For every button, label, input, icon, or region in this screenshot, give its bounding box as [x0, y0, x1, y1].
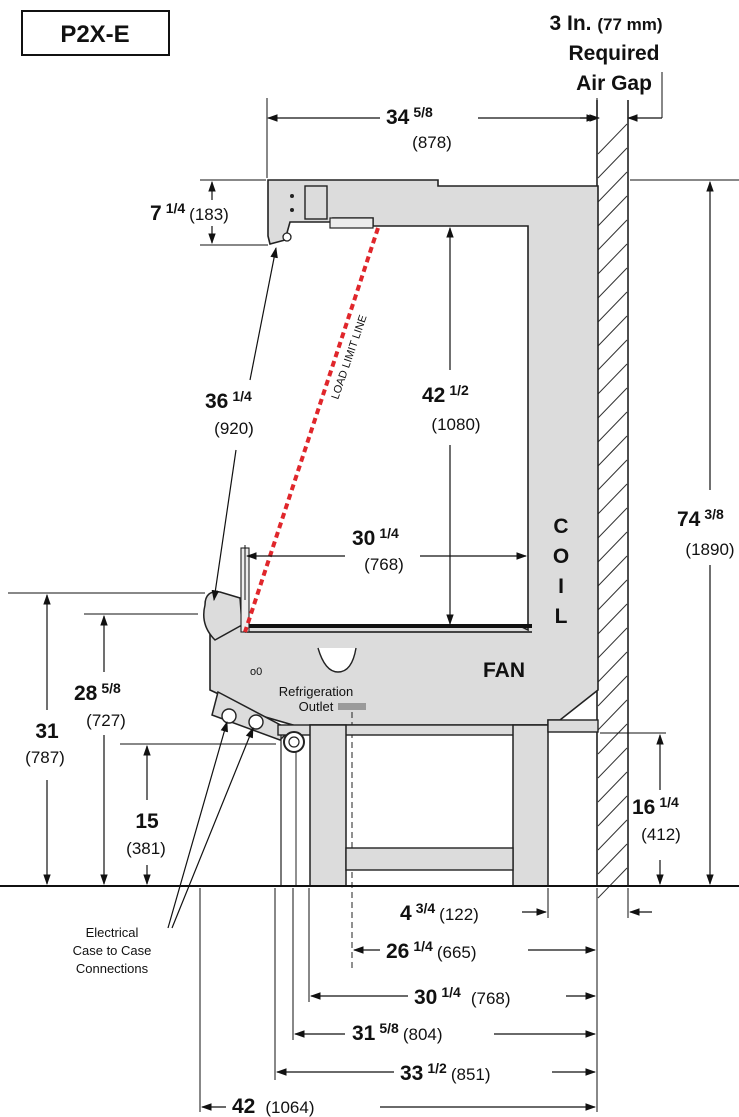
- wall-hatch-line: [597, 339, 628, 371]
- dim-interior-height-mm: (1080): [431, 415, 480, 434]
- wall-hatch-line: [597, 867, 628, 899]
- coil-letter: C: [553, 515, 568, 538]
- canopy-light: [304, 185, 328, 220]
- dim-top-width-mm: (878): [412, 133, 452, 152]
- dim-rear-base-height-mm: (412): [641, 825, 681, 844]
- load-limit-label: LOAD LIMIT LINE: [329, 313, 369, 401]
- wall-hatch-line: [597, 243, 628, 275]
- dim-1064-label: 42(1064): [232, 1095, 315, 1117]
- load-limit-line: [243, 227, 380, 633]
- wall-hatch-line: [597, 531, 628, 563]
- rear-wall: [596, 100, 629, 899]
- refrigeration-label-1: Refrigeration: [279, 684, 353, 699]
- front-leg: [309, 724, 347, 887]
- electrical-label-2: Case to Case: [73, 943, 152, 958]
- rear-base: [547, 719, 599, 733]
- dim-deck-height-mm: (727): [86, 711, 126, 730]
- wall-hatch-line: [597, 675, 628, 707]
- dim-shelf-depth-mm: (768): [364, 555, 404, 574]
- electrical-box: [211, 690, 292, 741]
- electrical-connector: [221, 708, 237, 724]
- dim-overall-height-mm: (1890): [685, 540, 734, 559]
- wall-hatch-line: [597, 219, 628, 251]
- wall-hatch-line: [597, 603, 628, 635]
- wall-hatch-line: [597, 267, 628, 299]
- electrical-label-1: Electrical: [86, 925, 139, 940]
- model-label-box: [21, 10, 170, 56]
- refrigeration-outlet-marker: [338, 703, 366, 710]
- deck-well: [317, 647, 357, 673]
- wall-hatch-line: [597, 123, 628, 155]
- wall-hatch-line: [597, 411, 628, 443]
- wall-hatch-line: [597, 795, 628, 827]
- front-marker: o0: [250, 666, 262, 678]
- wall-hatch-line: [597, 771, 628, 803]
- dim-diagonal: [249, 246, 278, 381]
- air-gap-line1: Required: [568, 42, 659, 65]
- wall-hatch-line: [597, 483, 628, 515]
- canopy-screw: [290, 208, 294, 212]
- shelf-bracket: [329, 217, 374, 229]
- wall-hatch-line: [597, 507, 628, 539]
- coil-letter: O: [553, 545, 569, 568]
- drain-fitting-inner: [288, 736, 300, 748]
- electrical-leader: [171, 726, 254, 929]
- refrigeration-label-2: Outlet: [299, 699, 334, 714]
- air-gap-value: 3 In. (77 mm): [549, 12, 662, 35]
- wall-hatch-line: [597, 147, 628, 179]
- dim-bumper-height-label: 15: [135, 810, 159, 833]
- dim-bumper-height-mm: (381): [126, 839, 166, 858]
- coil-letter: I: [558, 575, 564, 598]
- wall-hatch-line: [597, 435, 628, 467]
- wall-hatch-line: [597, 627, 628, 659]
- fan-label: FAN: [483, 659, 525, 682]
- electrical-leader: [167, 720, 228, 929]
- wall-hatch-line: [597, 651, 628, 683]
- wall-hatch-line: [597, 843, 628, 875]
- electrical-connector: [248, 714, 264, 730]
- wall-hatch-line: [597, 291, 628, 323]
- dim-front-height-mm: (787): [25, 748, 65, 767]
- model-label: P2X-E: [60, 21, 129, 48]
- wall-hatch-line: [597, 195, 628, 227]
- wall-hatch-line: [597, 171, 628, 203]
- base-crossbar: [345, 847, 514, 871]
- wall-hatch-line: [597, 363, 628, 395]
- rear-leg: [512, 724, 549, 887]
- case-body: [209, 179, 599, 728]
- canopy-screw: [290, 194, 294, 198]
- wall-hatch-line: [597, 387, 628, 419]
- air-gap-line2: Air Gap: [576, 72, 652, 95]
- wall-hatch-line: [597, 723, 628, 755]
- electrical-label-3: Connections: [76, 961, 149, 976]
- wall-hatch-line: [597, 747, 628, 779]
- wall-hatch-line: [597, 555, 628, 587]
- wall-hatch-line: [597, 579, 628, 611]
- drain-fitting: [283, 731, 305, 753]
- dim-diagonal-mm: (920): [214, 419, 254, 438]
- wall-hatch-line: [597, 459, 628, 491]
- wall-hatch-line: [597, 315, 628, 347]
- wall-hatch-line: [597, 699, 628, 731]
- dim-front-height-label: 31: [35, 720, 59, 743]
- coil-letter: L: [555, 605, 568, 628]
- wall-hatch-line: [597, 819, 628, 851]
- canopy-fixture: [282, 232, 292, 242]
